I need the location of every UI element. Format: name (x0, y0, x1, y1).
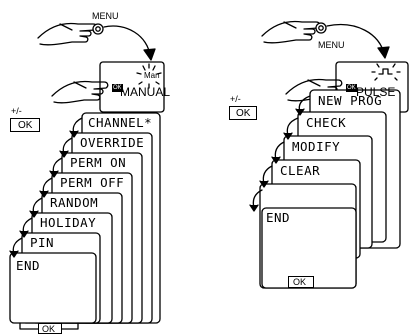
ok-badge-left: OK (112, 84, 123, 92)
card-stack-right (259, 89, 401, 289)
card-left-7: END (16, 258, 41, 273)
plusminus-label-right: +/- (230, 94, 241, 104)
cascade-arrows-right (249, 95, 311, 212)
mode-icon-label-left: Man (144, 71, 160, 80)
card-right-2: MODIFY (292, 139, 341, 154)
card-left-0: CHANNEL* (88, 115, 153, 130)
mode-label-right: PULSE (356, 85, 396, 99)
plusminus-label-left: +/- (11, 106, 22, 116)
ok-button-right: OK (229, 106, 257, 120)
menu-label-left: MENU (92, 11, 119, 21)
card-right-1: CHECK (306, 115, 347, 130)
card-left-5: HOLIDAY (40, 215, 97, 230)
hand-icon-menu-right (261, 20, 321, 44)
card-right-4: END (266, 210, 291, 225)
card-left-3: PERM OFF (60, 175, 125, 190)
bottom-ok-left-label: OK (42, 324, 56, 334)
card-right-3: CLEAR (280, 163, 321, 178)
ok-button-left-label: OK (18, 120, 33, 131)
card-right-0: NEW PROG (318, 93, 383, 108)
card-stack-left (9, 112, 161, 324)
card-left-6: PIN (30, 235, 55, 250)
ok-button-left: OK (10, 118, 40, 132)
menu-arrow-left (103, 25, 151, 57)
menu-button-left (92, 23, 104, 35)
ok-badge-right: OK (346, 84, 357, 92)
flash-icon-left (136, 63, 162, 89)
pulse-icon-right (371, 63, 401, 81)
card-left-4: RANDOM (50, 195, 99, 210)
menu-button-right (315, 22, 327, 34)
hand-icon-ok-left (51, 80, 109, 104)
ok-button-right-label: OK (236, 108, 251, 119)
mode-display-left (99, 61, 165, 113)
bottom-ok-line-left (19, 322, 79, 330)
cascade-arrows-left (9, 117, 83, 258)
bottom-ok-left: OK (38, 323, 62, 334)
bottom-ok-right: OK (288, 276, 314, 288)
mode-label-left: MANUAL (120, 85, 171, 99)
bottom-ok-right-label: OK (293, 277, 307, 287)
menu-label-right: MENU (318, 40, 345, 50)
card-left-1: OVERRIDE (80, 135, 145, 150)
card-left-2: PERM ON (70, 155, 127, 170)
hand-icon-menu-left (37, 22, 98, 46)
